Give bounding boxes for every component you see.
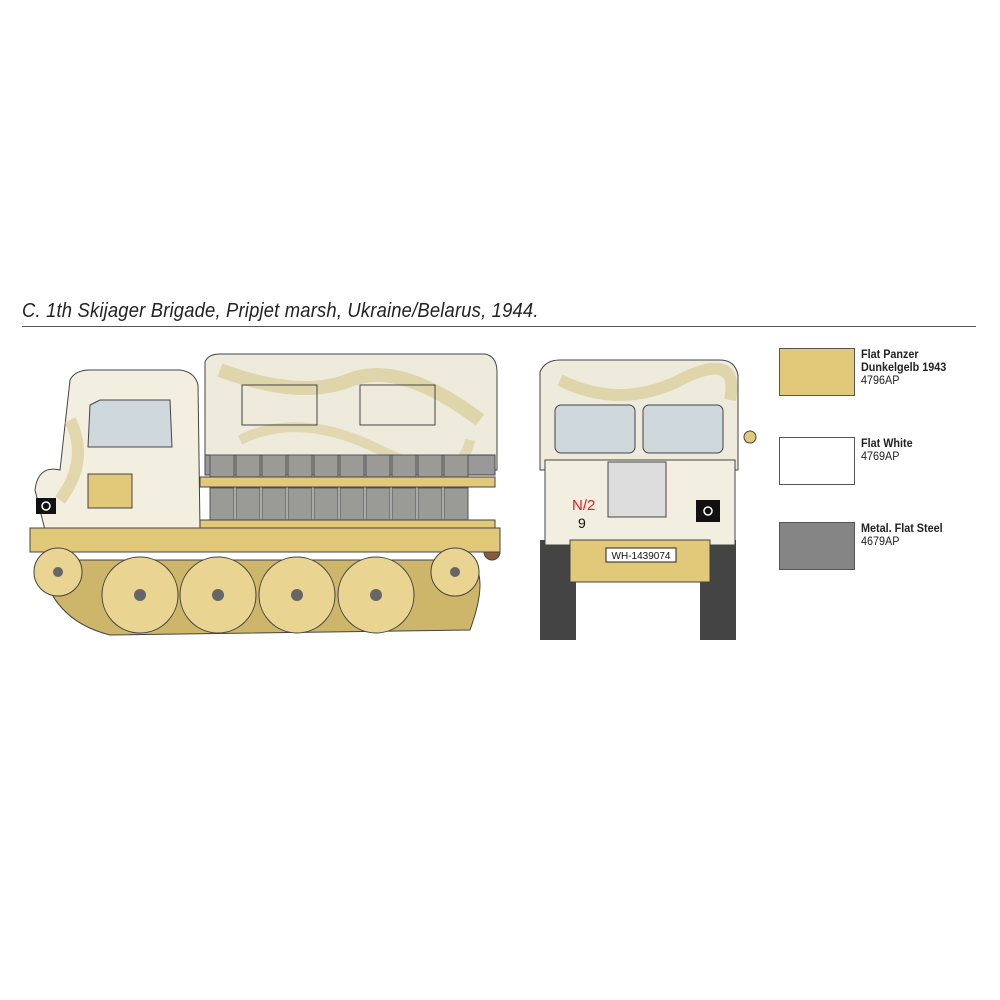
paint-name: Dunkelgelb 1943: [861, 360, 947, 374]
paint-label-dunkelgelb: Flat Panzer Dunkelgelb 1943 4796AP: [861, 348, 956, 387]
license-plate: WH-1439074: [612, 551, 671, 562]
paint-label-white: Flat White 4769AP: [861, 437, 918, 463]
paint-code: 4796AP: [861, 373, 900, 387]
paint-name: Flat White: [861, 436, 913, 450]
paint-swatch-steel: [779, 522, 855, 570]
paint-name: Metal. Flat Steel: [861, 521, 943, 535]
paint-swatch-white: [779, 437, 855, 485]
divider: [22, 326, 976, 327]
paint-label-steel: Metal. Flat Steel 4679AP: [861, 522, 952, 548]
paint-code: 4679AP: [861, 534, 900, 548]
scheme-caption: C. 1th Skijager Brigade, Pripjet marsh, …: [22, 300, 539, 322]
tactical-number: 9: [578, 515, 586, 531]
unit-marking: N/2: [572, 497, 595, 514]
paint-name: Flat Panzer: [861, 347, 919, 361]
side-view: [29, 353, 501, 636]
paint-swatch-dunkelgelb: [779, 348, 855, 396]
front-view: N/2 9 WH-1439074: [539, 359, 757, 640]
paint-code: 4769AP: [861, 449, 900, 463]
